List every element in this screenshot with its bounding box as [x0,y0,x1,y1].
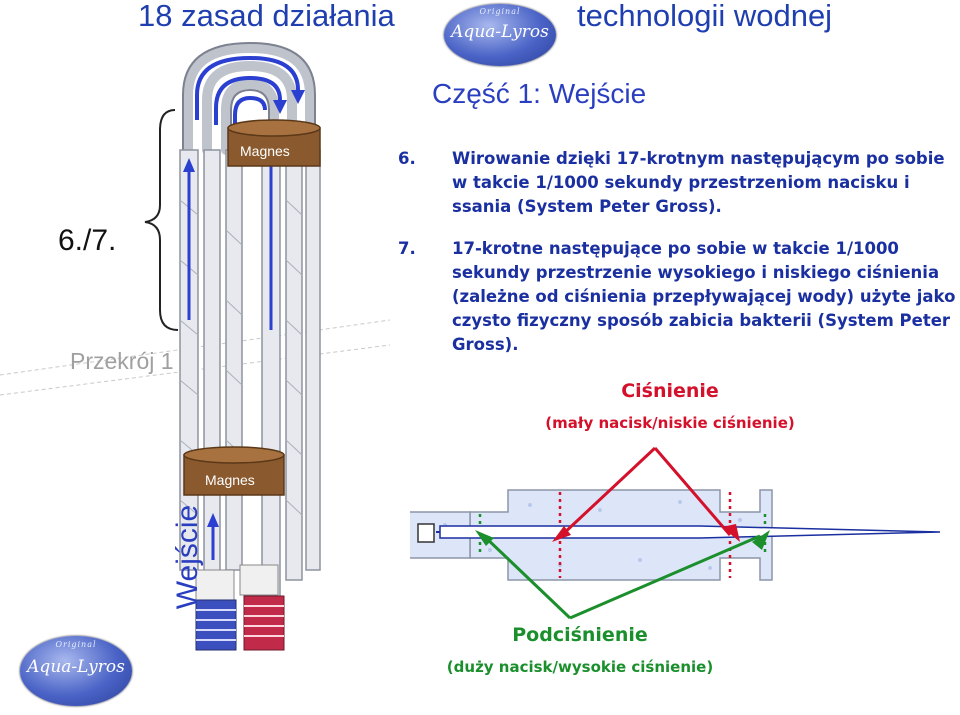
title-right: technologii wodnej [577,0,833,33]
section-label: 6./7. [58,224,117,257]
magnet-top [227,119,321,167]
aqua-lyros-logo-top: Original Aqua-Lyros [444,4,556,66]
entry-label: Wejście [171,504,204,610]
magnet-top-label: Magnes [240,143,290,159]
step-6-text: Wirowanie dzięki 17-krotnym następującym… [452,149,945,216]
brace [144,109,179,331]
subtitle: Część 1: Wejście [432,78,647,109]
pressure-note: (mały nacisk/niskie ciśnienie) [545,414,795,432]
magnet-bottom [183,446,285,496]
title-left: 18 zasad działania [138,0,395,33]
pressure-title: Ciśnienie [621,380,719,402]
step-7-number: 7. [398,239,416,258]
vacuum-title: Podciśnienie [512,624,648,646]
step-6-number: 6. [398,149,416,168]
vacuum-note: (duży nacisk/wysokie ciśnienie) [446,658,714,676]
step-7-text: 17-krotne następujące po sobie w takcie … [452,239,956,354]
aqua-lyros-logo-bottom: Original Aqua-Lyros [20,636,132,706]
device-illustration [0,41,391,651]
cross-section-label: Przekrój 1 [70,348,174,374]
pressure-diagram [410,446,941,620]
magnet-bottom-label: Magnes [205,472,255,488]
